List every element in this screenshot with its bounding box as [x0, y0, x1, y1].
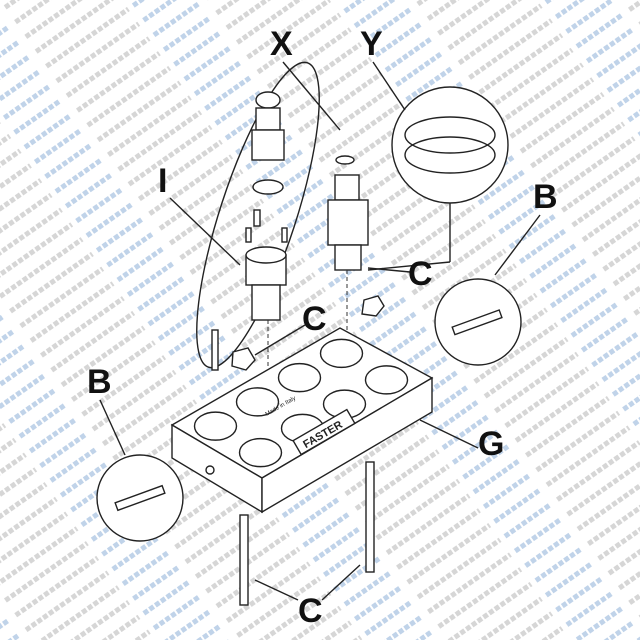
label-x: X	[270, 25, 293, 63]
port-hole	[277, 362, 322, 393]
label-y: Y	[360, 25, 383, 63]
label-c-valve: C	[408, 255, 433, 293]
callout-circle-y	[391, 86, 509, 204]
valve-part-x	[327, 155, 369, 271]
port-hole	[193, 411, 238, 441]
group-i-outline	[196, 61, 320, 369]
port-hole	[238, 437, 283, 468]
label-c-bottom: C	[298, 592, 323, 630]
coupling-part-i	[211, 91, 288, 371]
port-hole	[364, 365, 409, 395]
nut	[361, 295, 385, 317]
stud-rod	[365, 461, 375, 573]
manifold-block-g: FASTER Made in Italy	[170, 327, 434, 514]
port-hole	[319, 338, 364, 369]
port-hole	[235, 387, 280, 417]
stud-rod	[239, 514, 249, 606]
label-b-right: B	[533, 178, 558, 216]
label-b-left: B	[87, 363, 112, 401]
nut	[231, 347, 256, 371]
label-i: I	[158, 162, 167, 200]
label-c-nut: C	[302, 300, 327, 338]
label-g: G	[478, 425, 504, 463]
leader-lines	[99, 61, 541, 601]
